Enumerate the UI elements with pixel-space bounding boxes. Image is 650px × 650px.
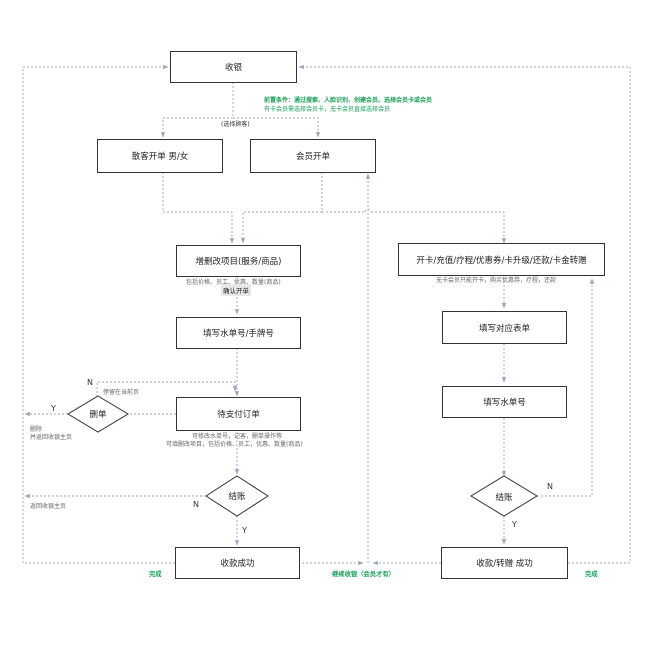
node-pending-order: 待支付订单 bbox=[176, 397, 301, 431]
label-y-delete: Y bbox=[51, 404, 56, 413]
node-walkin-order: 散客开单 男/女 bbox=[97, 139, 223, 173]
label-done-left: 完成 bbox=[149, 571, 162, 578]
edge-walkin-edit bbox=[162, 172, 235, 244]
label-n-checkout-right: N bbox=[547, 482, 553, 491]
label-continue-cashier: 继续收银（会员才有） bbox=[332, 571, 395, 578]
diamond-delete-order-label: 删单 bbox=[89, 410, 107, 420]
node-fill-number: 填写水单号/手牌号 bbox=[176, 317, 301, 349]
edge-to-member bbox=[233, 117, 321, 138]
label-y-checkout-left: Y bbox=[242, 526, 247, 535]
edge-member-card-2 bbox=[371, 211, 507, 244]
node-pay-success-right: 收款/转赠 成功 bbox=[441, 547, 568, 579]
edge-done-right bbox=[298, 64, 631, 564]
label-choose-walkin: (选择顾客) bbox=[221, 121, 250, 128]
node-member-order: 会员开单 bbox=[250, 139, 376, 173]
label-y-checkout-right: Y bbox=[512, 520, 517, 529]
node-pay-success-left: 收款成功 bbox=[175, 547, 300, 579]
diamond-checkout-left-label: 结账 bbox=[228, 492, 246, 502]
label-n-top: N bbox=[87, 378, 93, 387]
label-delete-note-1: 删除 bbox=[30, 426, 43, 433]
label-return-home: 返回收银主页 bbox=[30, 503, 67, 510]
diamond-checkout-right bbox=[470, 475, 538, 517]
diamond-checkout-right-label: 结账 bbox=[495, 493, 513, 503]
edge-delete-no bbox=[96, 381, 238, 397]
node-fill-form: 填写对应表单 bbox=[442, 311, 567, 344]
label-pending-note-2: 可填删改项目，包括价格、员工，优惠、数量(商品) bbox=[166, 441, 303, 448]
label-confirm-order: 确认开单 bbox=[221, 284, 251, 296]
label-stay-current: 停留在当前页 bbox=[103, 389, 140, 396]
node-cashier: 收银 bbox=[170, 51, 297, 83]
node-edit-items: 增删改项目(服务/商品) bbox=[176, 245, 301, 277]
label-delete-note-2: 并返回收银主页 bbox=[30, 434, 73, 441]
edge-to-walkin bbox=[160, 117, 233, 138]
edge-member-edit bbox=[240, 172, 323, 244]
precondition-note: 有卡会员需选择会员卡，无卡会员直接选择会员 bbox=[264, 106, 391, 114]
precondition-notes: 前置条件：通过搜索、人脸识别、创建会员、选择会员卡或会员 有卡会员需选择会员卡，… bbox=[264, 96, 432, 115]
diamond-checkout-left bbox=[205, 475, 269, 517]
node-card-operations: 开卡/充值/疗程/优惠券/卡升级/还款/卡金转赠 bbox=[398, 243, 605, 276]
label-edit-items-note: 包括价格、员工、优惠、数量(商品) bbox=[186, 279, 281, 286]
label-card-ops-note: 无卡会员只能开卡，购买优惠券，疗程，还款 bbox=[436, 277, 557, 284]
edge-done-left bbox=[22, 64, 175, 564]
node-fill-number-right: 填写水单号 bbox=[442, 386, 567, 418]
diamond-delete-order bbox=[67, 395, 129, 433]
label-pending-note-1: 可修改水单号，记客，删单操作等 bbox=[192, 433, 283, 440]
precondition-title: 前置条件：通过搜索、人脸识别、创建会员、选择会员卡或会员 bbox=[264, 97, 433, 104]
label-done-right: 完成 bbox=[585, 571, 598, 578]
label-n-checkout-left: N bbox=[193, 500, 199, 509]
